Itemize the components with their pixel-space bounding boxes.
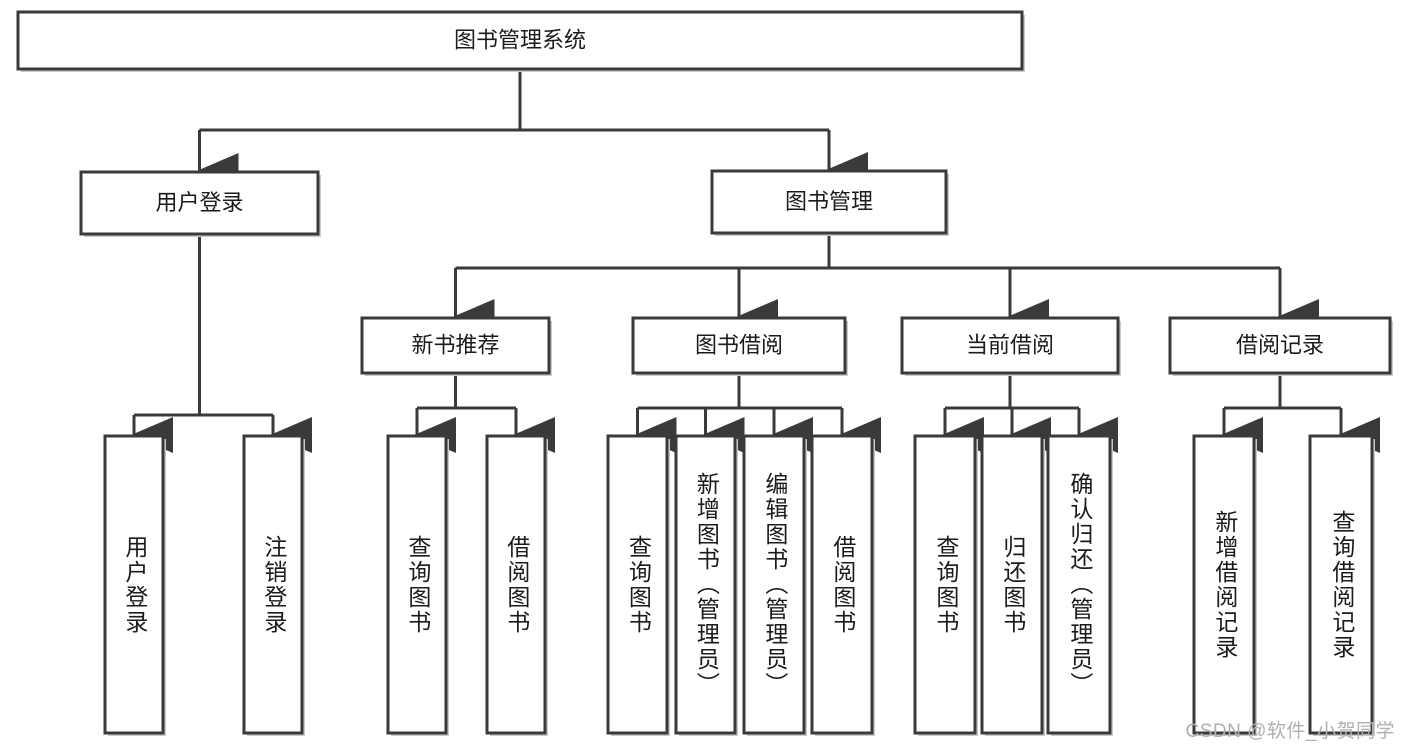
connector-layer xyxy=(131,69,1380,453)
node-leaf-query-record[interactable] xyxy=(1308,434,1374,735)
node-label-borrow-record: 借阅记录 xyxy=(1236,332,1324,357)
node-layer xyxy=(16,10,1393,736)
node-leaf-user-login[interactable] xyxy=(103,434,165,735)
node-label-book-manage: 图书管理 xyxy=(785,189,873,214)
node-leaf-confirm-return[interactable] xyxy=(1046,434,1112,735)
node-label-current-borrow: 当前借阅 xyxy=(966,332,1054,357)
node-root[interactable] xyxy=(16,10,1024,71)
node-book-borrow[interactable] xyxy=(631,316,847,375)
node-leaf-add-book[interactable] xyxy=(674,434,737,735)
node-leaf-edit-book[interactable] xyxy=(742,434,806,735)
node-leaf-query-book-3[interactable] xyxy=(913,434,977,735)
csdn-watermark: CSDN @软件_小贺同学 xyxy=(1185,721,1395,742)
node-new-book-recommend[interactable] xyxy=(360,316,551,375)
node-leaf-borrow-book-2[interactable] xyxy=(810,434,874,735)
node-leaf-query-book-1[interactable] xyxy=(386,434,448,735)
node-borrow-record[interactable] xyxy=(1168,316,1392,375)
node-label-user-login: 用户登录 xyxy=(155,190,243,215)
node-label-root: 图书管理系统 xyxy=(454,27,586,52)
node-leaf-borrow-book-1[interactable] xyxy=(485,434,547,735)
node-leaf-add-record[interactable] xyxy=(1192,434,1256,735)
node-label-new-book-recommend: 新书推荐 xyxy=(411,332,499,357)
node-current-borrow[interactable] xyxy=(900,316,1120,375)
node-book-manage[interactable] xyxy=(710,169,948,235)
node-user-login[interactable] xyxy=(79,170,320,236)
node-leaf-query-book-2[interactable] xyxy=(606,434,669,735)
node-leaf-logout[interactable] xyxy=(242,434,304,735)
node-leaf-return-book[interactable] xyxy=(980,434,1044,735)
node-label-book-borrow: 图书借阅 xyxy=(695,332,783,357)
